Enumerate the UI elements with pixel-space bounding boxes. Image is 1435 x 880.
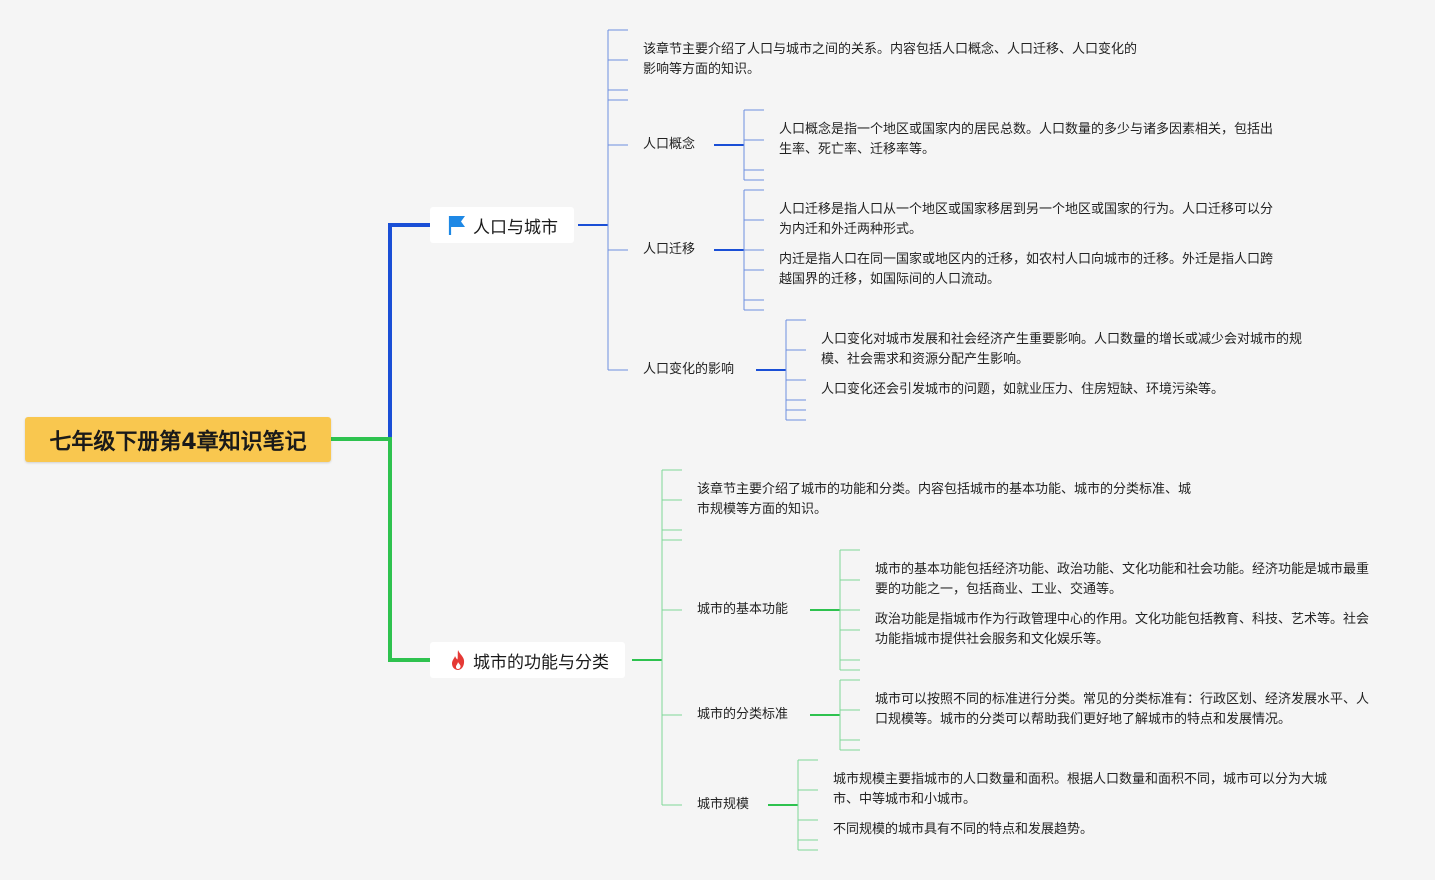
branch2-title: 城市的功能与分类 xyxy=(473,652,609,673)
note-population-change-1: 人口变化对城市发展和社会经济产生重要影响。人口数量的增长或减少会对城市的规模、社… xyxy=(821,332,1303,367)
root-title: 七年级下册第4章知识笔记 xyxy=(49,429,307,455)
note-city-classification: 城市可以按照不同的标准进行分类。常见的分类标准有：行政区划、经济发展水平、人口规… xyxy=(875,692,1370,727)
branch1-title: 人口与城市 xyxy=(473,217,558,238)
branch1-topic[interactable]: 人口与城市 xyxy=(430,207,574,243)
topic-city-classification[interactable]: 城市的分类标准 xyxy=(697,707,789,722)
note-population-change-2: 人口变化还会引发城市的问题，如就业压力、住房短缺、环境污染等。 xyxy=(821,382,1225,397)
topic-city-basic-functions[interactable]: 城市的基本功能 xyxy=(697,602,789,617)
note-city-functions-2: 政治功能是指城市作为行政管理中心的作用。文化功能包括教育、科技、艺术等。社会功能… xyxy=(875,612,1370,647)
topic-population-change-impact[interactable]: 人口变化的影响 xyxy=(643,362,735,377)
topic-population-migration[interactable]: 人口迁移 xyxy=(643,242,696,257)
note-city-scale-2: 不同规模的城市具有不同的特点和发展趋势。 xyxy=(833,822,1094,837)
topic-population-concept[interactable]: 人口概念 xyxy=(643,137,696,152)
fire-icon xyxy=(448,649,468,671)
note-population-migration-1: 人口迁移是指人口从一个地区或国家移居到另一个地区或国家的行为。人口迁移可以分为内… xyxy=(779,202,1274,237)
note-population-concept: 人口概念是指一个地区或国家内的居民总数。人口数量的多少与诸多因素相关，包括出生率… xyxy=(779,122,1274,157)
branch1-intro: 该章节主要介绍了人口与城市之间的关系。内容包括人口概念、人口迁移、人口变化的影响… xyxy=(643,42,1138,77)
branch2-intro: 该章节主要介绍了城市的功能和分类。内容包括城市的基本功能、城市的分类标准、城市规… xyxy=(697,482,1192,517)
branch1-connectors xyxy=(578,29,806,421)
root-to-branch2-connector xyxy=(331,437,430,662)
note-city-functions-1: 城市的基本功能包括经济功能、政治功能、文化功能和社会功能。经济功能是城市最重要的… xyxy=(875,562,1370,597)
branch2-topic[interactable]: 城市的功能与分类 xyxy=(430,642,625,678)
note-city-scale-1: 城市规模主要指城市的人口数量和面积。根据人口数量和面积不同，城市可以分为大城市、… xyxy=(833,772,1328,807)
flag-icon xyxy=(448,214,468,236)
branch2-connectors xyxy=(632,469,860,851)
root-topic[interactable]: 七年级下册第4章知识笔记 xyxy=(25,417,331,462)
note-population-migration-2: 内迁是指人口在同一国家或地区内的迁移，如农村人口向城市的迁移。外迁是指人口跨越国… xyxy=(779,252,1274,287)
root-to-branch1-connector xyxy=(331,223,430,441)
topic-city-scale[interactable]: 城市规模 xyxy=(697,797,750,812)
